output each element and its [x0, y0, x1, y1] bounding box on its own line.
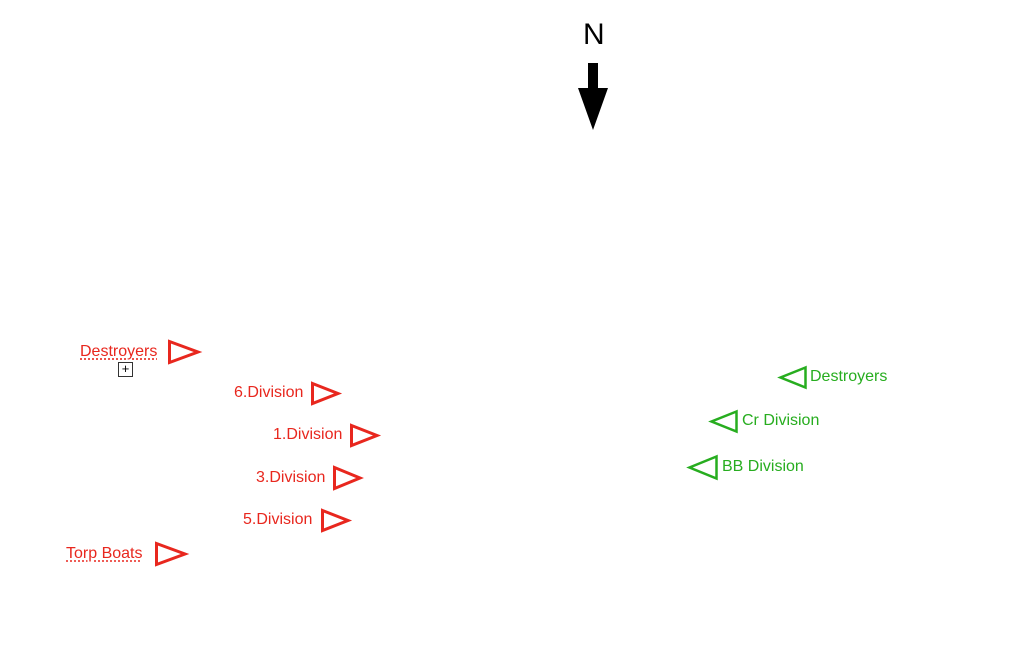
red-1-division-label[interactable]: 1.Division: [273, 426, 343, 443]
red-3-division-label[interactable]: 3.Division: [256, 469, 326, 486]
green-destroyers-triangle-icon[interactable]: [777, 365, 807, 390]
red-1-division-triangle-icon[interactable]: [350, 423, 382, 448]
green-cr-division-triangle-icon[interactable]: [708, 409, 738, 434]
red-5-division-label[interactable]: 5.Division: [243, 511, 313, 528]
north-arrow-icon: [578, 63, 608, 130]
red-destroyers-triangle-icon[interactable]: [168, 339, 203, 365]
green-cr-division-label[interactable]: Cr Division: [742, 412, 820, 429]
green-destroyers-label[interactable]: Destroyers: [810, 368, 888, 385]
expand-icon[interactable]: +: [118, 362, 133, 377]
red-torp-boats-label[interactable]: Torp Boats: [66, 545, 143, 562]
red-torp-boats-triangle-icon[interactable]: [155, 541, 190, 567]
green-bb-division-label[interactable]: BB Division: [722, 458, 804, 475]
north-label: N: [583, 18, 605, 51]
red-5-division-triangle-icon[interactable]: [321, 508, 353, 533]
red-3-division-triangle-icon[interactable]: [333, 465, 364, 491]
green-bb-division-triangle-icon[interactable]: [686, 454, 718, 481]
red-6-division-triangle-icon[interactable]: [311, 381, 343, 406]
red-6-division-label[interactable]: 6.Division: [234, 384, 304, 401]
red-destroyers-label[interactable]: Destroyers: [80, 343, 158, 360]
